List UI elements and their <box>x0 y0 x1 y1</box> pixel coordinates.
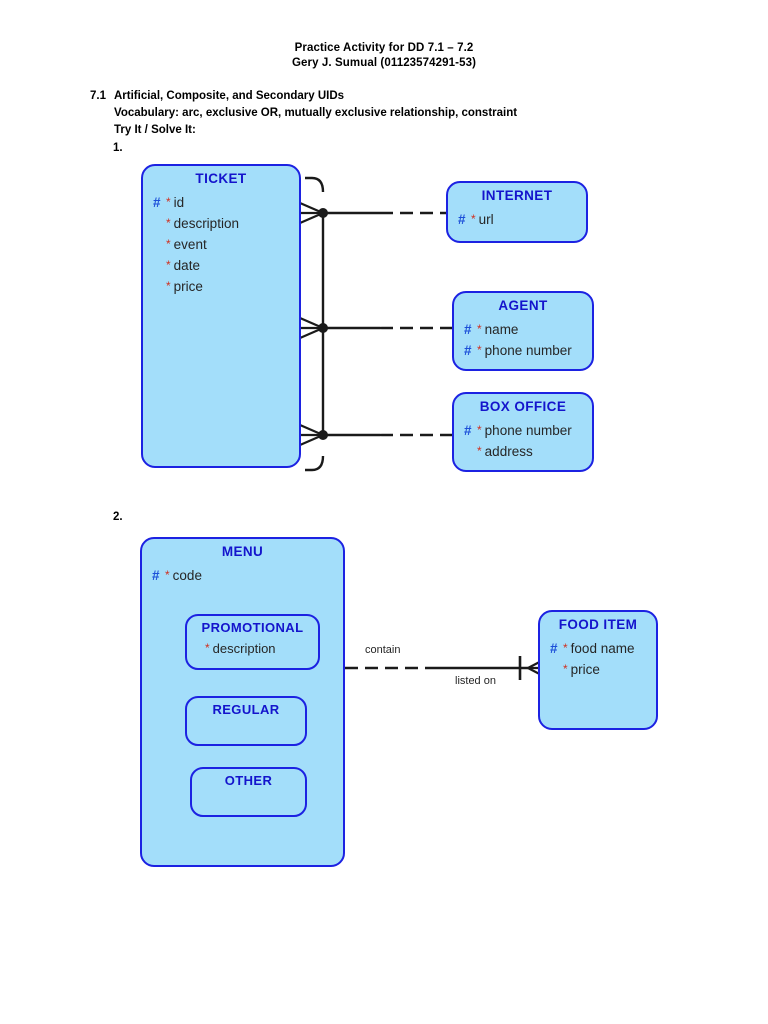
subtype-other[interactable]: OTHER <box>190 767 307 817</box>
attribute-row: *description <box>153 213 299 234</box>
attribute-row: *date <box>153 255 299 276</box>
attribute-row: # *url <box>458 209 586 230</box>
attribute-label: phone number <box>484 343 572 358</box>
uid-marker: # <box>464 343 472 358</box>
attribute-list: # *url <box>448 209 586 230</box>
attribute-row: *price <box>153 276 299 297</box>
relationship-ticket-box-office <box>299 423 452 447</box>
entity-menu[interactable]: MENU #*code PROMOTIONAL *description REG… <box>140 537 345 867</box>
uid-marker: # <box>550 641 558 656</box>
uid-marker: # <box>153 195 161 210</box>
attribute-row: *price <box>550 659 656 680</box>
attribute-list: # *phone number *address <box>454 420 592 462</box>
arc-bottom-curve <box>305 455 325 472</box>
uid-marker: # <box>464 423 472 438</box>
attribute-label: date <box>173 258 200 273</box>
mandatory-marker: * <box>205 641 210 655</box>
attribute-row: # *phone number <box>464 420 592 441</box>
mandatory-marker: * <box>166 195 171 209</box>
entity-title: AGENT <box>498 298 548 313</box>
try-it-solve-it-line: Try It / Solve It: <box>114 124 196 136</box>
mandatory-marker: * <box>471 212 476 226</box>
relationship-label-listed-on: listed on <box>455 675 496 687</box>
entity-internet[interactable]: INTERNET # *url <box>446 181 588 243</box>
document-author-line: Gery J. Sumual (01123574291-53) <box>291 57 477 69</box>
relationship-menu-fooditem <box>345 655 552 681</box>
subtype-title: OTHER <box>224 773 273 788</box>
uid-marker: # <box>152 568 160 583</box>
entity-title: TICKET <box>195 171 247 186</box>
attribute-label: phone number <box>484 423 572 438</box>
section-title: Artificial, Composite, and Secondary UID… <box>114 90 345 102</box>
attribute-label: code <box>172 568 202 583</box>
attribute-row: # *code <box>152 565 343 586</box>
mandatory-marker: * <box>477 444 482 458</box>
entity-box-office[interactable]: BOX OFFICE # *phone number *address <box>452 392 594 472</box>
attribute-label: event <box>173 237 207 252</box>
mandatory-marker: * <box>477 343 482 357</box>
exercise-number-2: 2. <box>113 511 123 523</box>
attribute-row: # *food name <box>550 638 656 659</box>
relationship-ticket-internet <box>299 201 446 225</box>
attribute-row: # *id <box>153 192 299 213</box>
attribute-label: description <box>173 216 239 231</box>
mandatory-marker: * <box>166 237 171 251</box>
entity-title: MENU <box>221 544 264 559</box>
attribute-label: id <box>173 195 185 210</box>
attribute-list: # *name # *phone number <box>454 319 592 361</box>
attribute-row: # *name <box>464 319 592 340</box>
attribute-label: address <box>484 444 533 459</box>
entity-ticket[interactable]: TICKET #*id *description *event *date *p… <box>141 164 301 468</box>
entity-title: BOX OFFICE <box>479 399 567 414</box>
document-title-line-1: Practice Activity for DD 7.1 – 7.2 <box>294 42 474 54</box>
attribute-label: price <box>173 279 203 294</box>
relationship-ticket-agent <box>299 316 452 340</box>
mandatory-marker: * <box>166 216 171 230</box>
relationship-label-contain: contain <box>365 644 401 656</box>
mandatory-marker: * <box>165 568 170 582</box>
entity-food-item[interactable]: FOOD ITEM # *food name *price <box>538 610 658 730</box>
attribute-row: # *phone number <box>464 340 592 361</box>
attribute-list: # *code <box>142 565 343 586</box>
attribute-row: *description <box>187 638 318 659</box>
attribute-row: *address <box>464 441 592 462</box>
subtype-regular[interactable]: REGULAR <box>185 696 307 746</box>
attribute-label: name <box>484 322 519 337</box>
entity-agent[interactable]: AGENT # *name # *phone number <box>452 291 594 371</box>
mandatory-marker: * <box>166 279 171 293</box>
attribute-label: description <box>212 641 276 656</box>
attribute-list: #*id *description *event *date *price <box>143 192 299 297</box>
attribute-label: food name <box>570 641 635 656</box>
uid-marker: # <box>458 212 466 227</box>
mandatory-marker: * <box>477 423 482 437</box>
subtype-promotional[interactable]: PROMOTIONAL *description <box>185 614 320 670</box>
attribute-label: url <box>478 212 494 227</box>
vocabulary-line: Vocabulary: arc, exclusive OR, mutually … <box>114 107 518 119</box>
exercise-number-1: 1. <box>113 142 123 154</box>
attribute-label: price <box>570 662 600 677</box>
mandatory-marker: * <box>563 662 568 676</box>
section-number: 7.1 <box>90 90 106 102</box>
arc-top-curve <box>305 176 325 193</box>
mandatory-marker: * <box>563 641 568 655</box>
subtype-title: REGULAR <box>212 702 280 717</box>
attribute-row: *event <box>153 234 299 255</box>
entity-title: INTERNET <box>481 188 553 203</box>
entity-title: FOOD ITEM <box>558 617 638 632</box>
subtype-title: PROMOTIONAL <box>201 620 304 635</box>
mandatory-marker: * <box>477 322 482 336</box>
attribute-list: # *food name *price <box>540 638 656 680</box>
uid-marker: # <box>464 322 472 337</box>
mandatory-marker: * <box>166 258 171 272</box>
